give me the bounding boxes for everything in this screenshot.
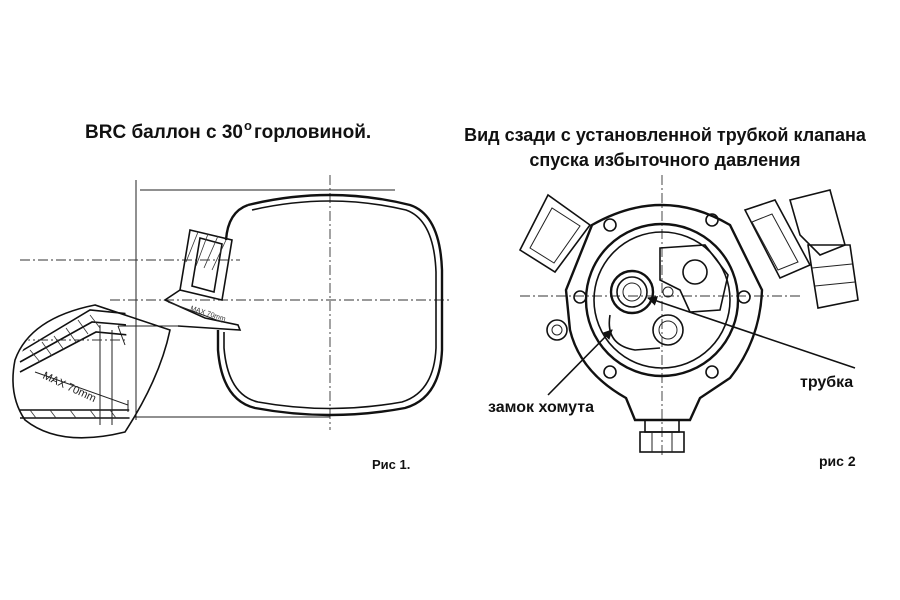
- side-knob-center: [551, 324, 563, 336]
- relief-tube-inner: [616, 276, 648, 308]
- clamp-lock-groove: [608, 314, 661, 351]
- callout-clamp-label: замок хомута: [488, 399, 595, 416]
- clamp-callout-arrow: [547, 329, 613, 396]
- bolt-hole: [705, 213, 719, 227]
- bolt-hole: [603, 218, 617, 232]
- tank-shell-outer: [216, 193, 444, 417]
- tube-callout-arrow: [647, 296, 856, 369]
- internal-chamber: [659, 244, 729, 313]
- bolt-hole: [705, 365, 719, 379]
- figure2-title-line2: спуска избыточного давления: [529, 150, 801, 170]
- figure2-title-line1: Вид сзади с установленной трубкой клапан…: [464, 125, 866, 145]
- lower-port: [652, 314, 684, 346]
- callout-tube-label: трубка: [800, 374, 854, 391]
- bottom-hex-fitting: [639, 419, 685, 453]
- valve-body-outline: [564, 203, 764, 422]
- detail-view-outline: [12, 304, 171, 439]
- detail-view-content: [19, 309, 130, 425]
- degree-symbol: o: [243, 118, 252, 133]
- figure2-caption: рис 2: [819, 453, 856, 469]
- tank-shell-shoulder: [224, 203, 249, 241]
- relief-tube-bore: [622, 282, 642, 302]
- small-port: [662, 286, 674, 298]
- elbow-fitting: [789, 189, 846, 256]
- detail-leader-diagonal: [117, 325, 126, 346]
- figure1-title-tail: горловиной.: [253, 122, 372, 143]
- right-connector-block: [743, 189, 859, 309]
- figure1-caption: Рис 1.: [372, 457, 411, 472]
- bolt-hole: [573, 290, 587, 304]
- upper-right-port: [682, 259, 708, 285]
- valve-flange-inner: [593, 231, 731, 369]
- bolt-hole: [737, 290, 751, 304]
- figure2-title: Вид сзади с установленной трубкой клапан…: [430, 123, 900, 173]
- bolt-hole: [603, 365, 617, 379]
- figure1-tank-drawing: MAX 70mm: [12, 175, 450, 439]
- lower-port-bore: [658, 320, 678, 340]
- hex-nut: [807, 244, 859, 309]
- tank-neck: MAX 70mm: [163, 229, 242, 331]
- detail-dimension-label: MAX 70mm: [41, 370, 98, 405]
- relief-tube-outer: [609, 269, 655, 315]
- valve-flange-outer: [584, 222, 740, 378]
- tank-shell-inner: [223, 200, 437, 410]
- max-dimension-line: [34, 371, 129, 406]
- figure1-title-main: BRC баллон с 30: [85, 122, 243, 143]
- figure2-valve-drawing: [518, 175, 859, 455]
- side-knob: [546, 319, 568, 341]
- left-solenoid-block: [518, 193, 592, 274]
